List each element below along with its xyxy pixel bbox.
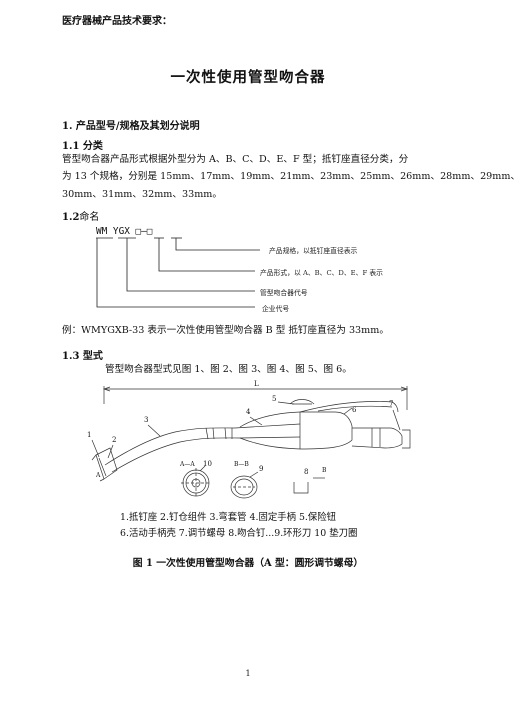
figure-label-10: 10 [203,460,212,468]
naming-example: 例：WMYGXB-33 表示一次性使用管型吻合器 B 型 抵钉座直径为 33mm… [62,325,389,336]
section-1-1-line-3: 30mm、31mm、32mm、33mm。 [62,189,222,200]
section-1-1-line-2: 为 13 个规格，分别是 15mm、17mm、19mm、21mm、23mm、25… [62,171,520,182]
naming-code: WM YGX □—□ [96,226,153,237]
naming-label-form: 产品形式，以 A、B、C、D、E、F 表示 [260,269,383,277]
section-1-3-text: 管型吻合器型式见图 1、图 2、图 3、图 4、图 5、图 6。 [105,364,352,375]
figure-label-9: 9 [259,465,264,473]
naming-label-company: 企业代号 [262,305,290,313]
figure-label-7: 7 [389,400,394,408]
section-1-1-line-1: 管型吻合器产品形式根据外型分为 A、B、C、D、E、F 型；抵钉座直径分类，分 [62,154,409,165]
section-label-aa: A—A [180,461,195,468]
figure-caption-line-1: 1.抵钉座 2.钉仓组件 3.弯套管 4.固定手柄 5.保险钮 [120,512,337,523]
section-1-2-title: 命名 [79,212,100,223]
section-label-bb: B—B [234,461,249,468]
page-number: 1 [245,669,251,678]
figure-label-8: 8 [304,468,309,476]
figure-caption-line-2: 6.活动手柄壳 7.调节螺母 8.吻合钉...9.环形刀 10 垫刀圈 [120,528,358,539]
figure-label-1: 1 [87,431,92,439]
naming-label-product: 管型吻合器代号 [260,289,308,297]
naming-label-spec: 产品规格，以抵钉座直径表示 [269,247,358,255]
figure-label-L: L [254,380,259,388]
section-1-1-heading: 1.1 分类 [62,141,103,152]
section-1-2-heading: 1.2命名 [62,208,99,223]
figure-label-B: B [322,467,327,474]
figure-label-4: 4 [246,408,251,416]
figure-label-5: 5 [272,395,277,403]
figure-label-2: 2 [112,436,117,444]
document-header: 医疗器械产品技术要求： [62,16,172,27]
figure-label-6: 6 [352,406,357,414]
figure-label-3: 3 [144,416,149,424]
section-1-heading: 1. 产品型号/规格及其划分说明 [62,121,200,132]
section-1-3-heading: 1.3 型式 [62,351,103,362]
figure-label-A: A [96,472,101,479]
document-title: 一次性使用管型吻合器 [170,69,326,86]
naming-diagram-lines [96,237,260,308]
figure-title: 图 1 一次性使用管型吻合器（A 型：圆形调节螺母） [132,558,364,569]
section-1-2-number: 1.2 [62,212,80,223]
stapler-drawing [91,386,411,499]
